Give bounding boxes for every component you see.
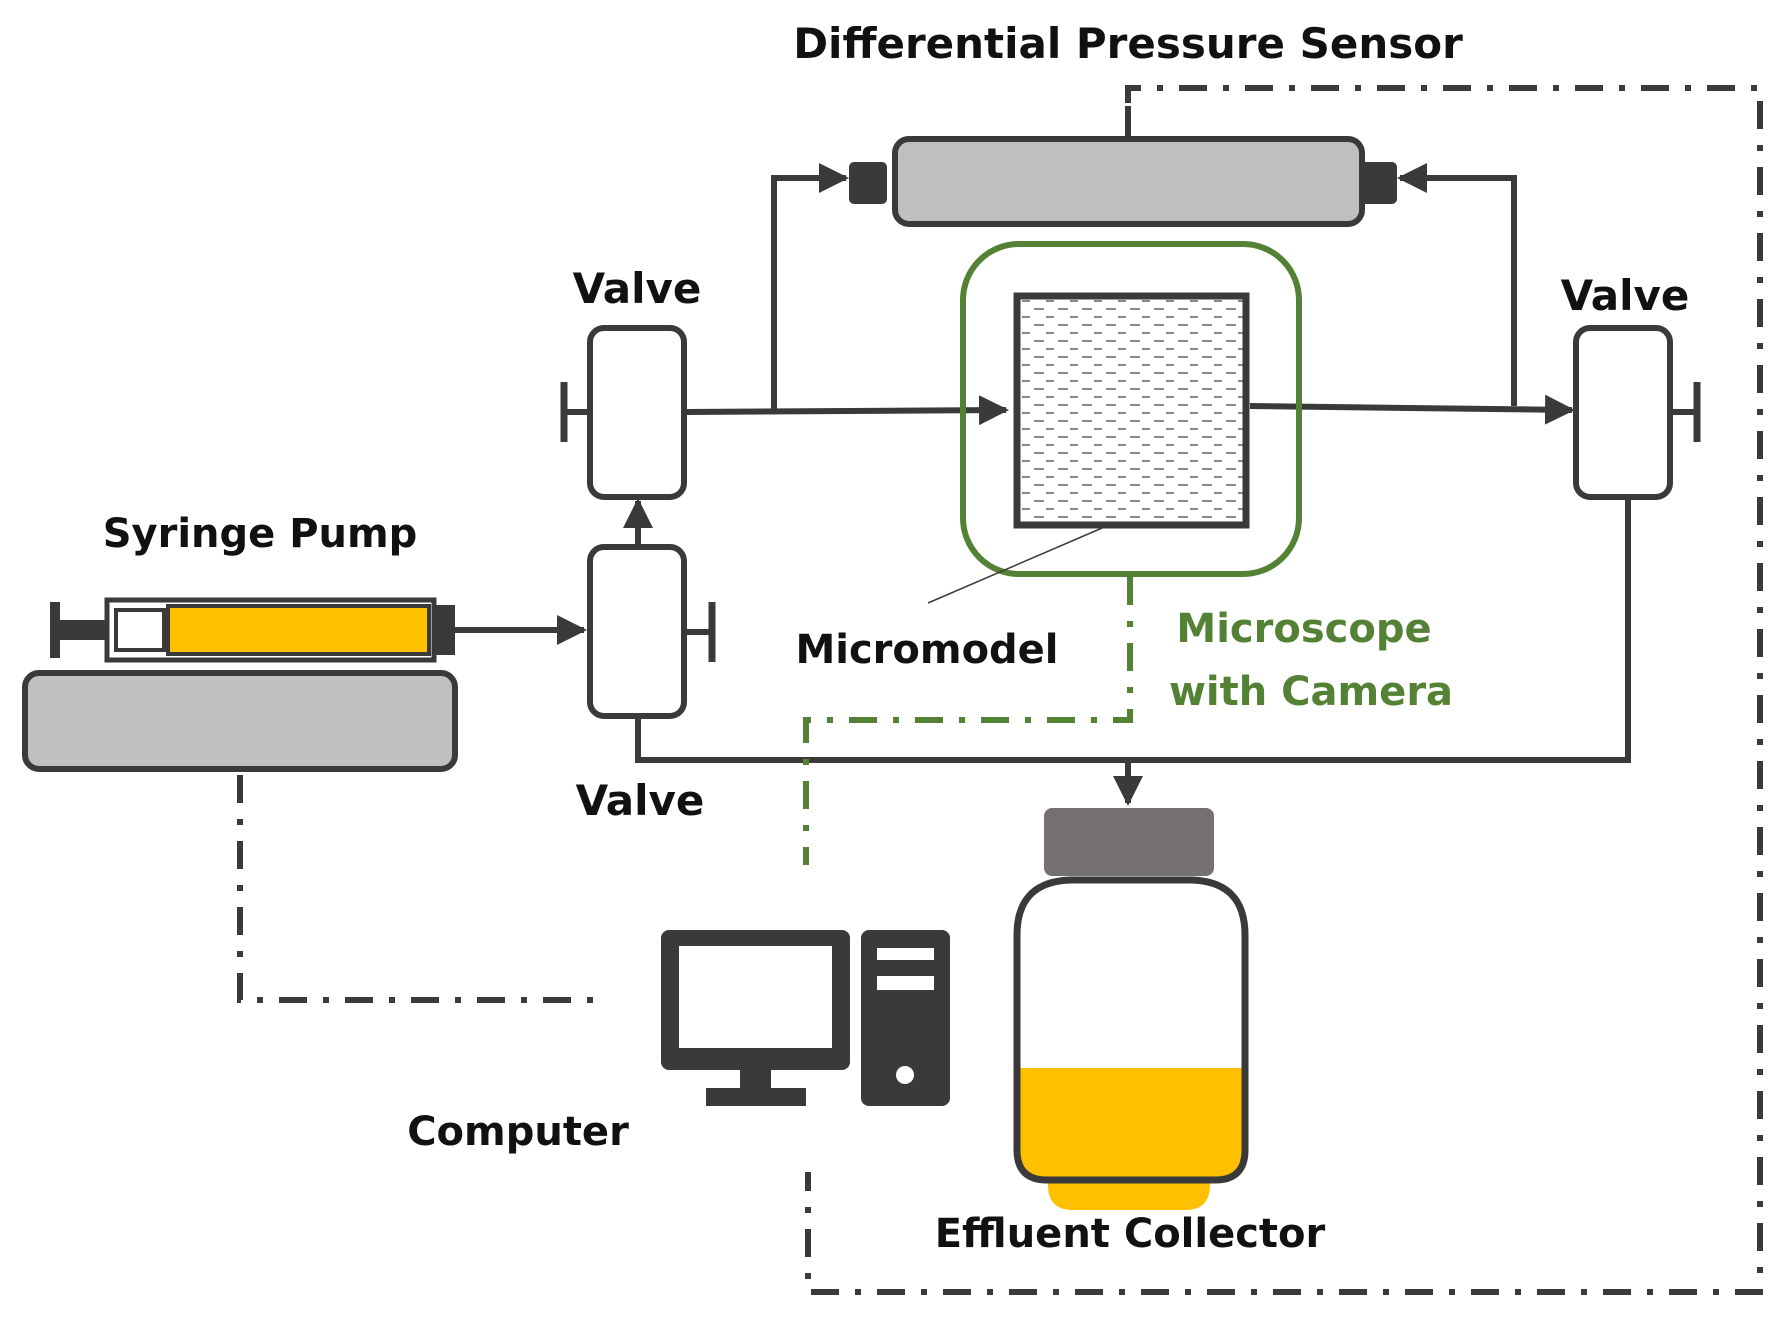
micromodel [1013,292,1250,529]
collector-cap [1044,808,1214,876]
label-microscope-line2: with Camera [1169,669,1453,715]
cable-sensor-to-computer [805,85,1763,1295]
desktop-computer-icon [661,930,950,1106]
flow-line-bottom-valve-outlet [635,497,1631,763]
valve-bottom-left [587,544,716,719]
cable-microscope-to-computer [803,577,1133,865]
label-effluent-collector: Effluent Collector [935,1211,1326,1257]
label-valve-right: Valve [1561,271,1690,320]
label-micromodel: Micromodel [795,627,1058,673]
valve-top-left [560,325,687,500]
micromodel-pointer-line [927,521,1117,604]
collector-fluid [1017,1068,1245,1180]
label-syringe-pump: Syringe Pump [103,511,418,557]
label-valve-bottom-left: Valve [576,776,705,825]
cable-pump-to-computer [237,775,608,1003]
flow-lines [455,163,1631,806]
signal-cables [237,85,1763,1295]
labels: Differential Pressure Sensor Valve Valve… [103,19,1690,1257]
microscope-with-camera [960,241,1302,577]
valve-right [1573,325,1701,500]
label-pressure-sensor: Differential Pressure Sensor [793,19,1463,68]
differential-pressure-sensor [849,106,1397,227]
label-valve-top-left: Valve [573,264,702,313]
syringe-pump [22,597,458,772]
flow-line-to-sensor-right [1397,163,1517,406]
flow-line-micromodel-to-valve [1249,394,1575,425]
label-computer: Computer [407,1109,629,1155]
flow-line-valve-to-micromodel [685,395,1009,426]
label-microscope-line1: Microscope [1176,606,1431,652]
flow-line-to-sensor-left [771,163,849,410]
effluent-collector [1013,808,1249,1210]
